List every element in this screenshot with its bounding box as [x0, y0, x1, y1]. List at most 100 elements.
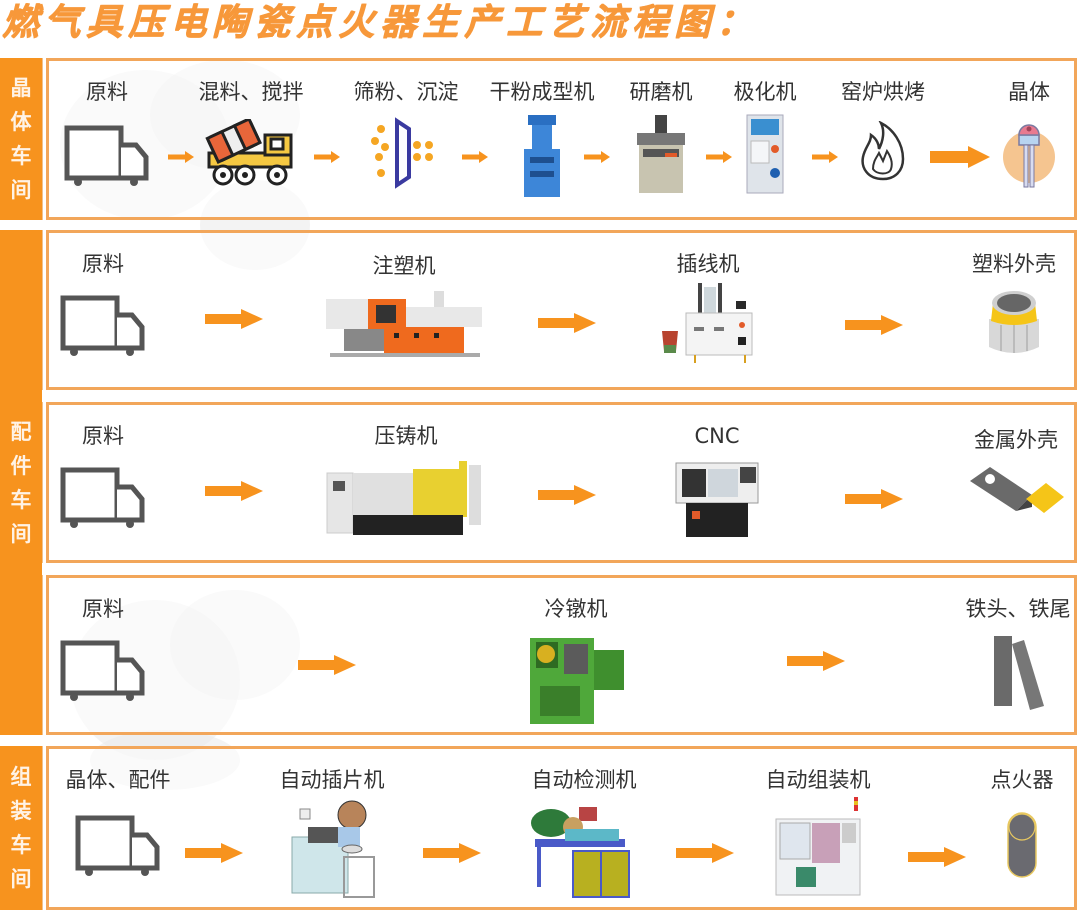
label-char: 车: [10, 487, 32, 512]
step-label: 窑炉烘烤: [841, 80, 925, 104]
flow-arrow: [930, 146, 990, 168]
section-label-crystal-workshop: 晶 体 车 间: [0, 58, 42, 220]
step-label: 自动插片机: [279, 768, 385, 792]
label-char: 间: [10, 178, 32, 202]
step-label: 压铸机: [374, 424, 438, 448]
flow-arrow: [676, 842, 734, 864]
injection-molding-machine-image: [324, 289, 484, 361]
step-label: 自动组装机: [765, 768, 871, 792]
step-label: 点火器: [990, 768, 1054, 792]
flow-arrow: [185, 842, 243, 864]
cnc-machine-image: [672, 455, 762, 539]
polarization-machine-image: [745, 113, 785, 195]
flow-arrow: [787, 650, 845, 672]
iron-head-tail-icon: [992, 634, 1044, 712]
step-label: 极化机: [733, 80, 797, 104]
step-label: 铁头、铁尾: [965, 597, 1071, 621]
powder-press-machine-image: [520, 111, 564, 201]
section-label-assembly-workshop: 组 装 车 间: [0, 746, 42, 910]
process-row-iron-parts: 原料 冷镦机 铁头、铁尾: [40, 575, 1080, 735]
step-label: 塑料外壳: [972, 252, 1056, 276]
step-label: 原料: [82, 597, 124, 621]
step-die-casting: 压铸机: [321, 423, 491, 537]
step-label: 冷镦机: [544, 597, 608, 621]
process-row-metal-shell: 原料 压铸机 CNC 金属外壳: [40, 402, 1077, 563]
cold-heading-machine-image: [524, 630, 628, 726]
step-raw-material: 原料: [60, 251, 145, 357]
step-label: 注塑机: [372, 254, 436, 278]
step-raw-material: 原料: [60, 596, 145, 702]
section-label-parts-workshop: 配 件 车 间: [0, 230, 42, 735]
truck-icon: [60, 295, 146, 357]
step-label: 晶体: [1008, 80, 1050, 104]
fire-kiln-icon: [859, 121, 907, 181]
truck-icon: [64, 125, 150, 187]
label-char: 件: [10, 453, 32, 478]
igniter-icon: [1005, 809, 1039, 881]
grinding-machine-image: [631, 113, 691, 197]
step-injection-molding: 注塑机: [319, 253, 489, 361]
wire-insertion-machine-image: [658, 281, 758, 365]
flow-arrow: [168, 150, 194, 164]
flow-arrow: [908, 846, 966, 868]
label-char: 晶: [10, 76, 32, 100]
step-label: 原料: [86, 80, 128, 104]
flow-arrow: [298, 654, 356, 676]
label-char: 装: [10, 799, 32, 823]
step-sieving: 筛粉、沉淀: [351, 79, 461, 189]
process-row-assembly: 晶体、配件 自动插片机 自动检测机 自动组装机 点火器: [40, 746, 1077, 910]
flow-arrow: [423, 842, 481, 864]
step-mixing: 混料、搅拌: [191, 79, 311, 187]
process-row-plastic-shell: 原料 注塑机 插线机 塑料外壳: [40, 230, 1077, 390]
label-char: 组: [10, 765, 32, 789]
step-plastic-shell-output: 塑料外壳: [959, 251, 1069, 357]
flow-arrow: [538, 312, 596, 334]
step-crystal-output: 晶体: [999, 79, 1059, 191]
step-cnc: CNC: [667, 423, 767, 539]
label-char: 车: [10, 144, 32, 168]
flow-arrow: [314, 150, 340, 164]
auto-assembly-machine-image: [768, 795, 868, 899]
step-label: 干粉成型机: [489, 80, 595, 104]
label-char: 间: [10, 521, 32, 546]
auto-inspection-machine-image: [529, 801, 639, 901]
crystal-component-icon: [999, 115, 1059, 191]
flow-arrow: [205, 308, 263, 330]
flow-arrow: [462, 150, 488, 164]
flow-arrow: [845, 314, 903, 336]
step-raw-material: 原料: [64, 79, 149, 187]
step-auto-insertion: 自动插片机: [267, 767, 397, 901]
process-row-crystal: 原料 混料、搅拌 筛粉、沉淀 干粉成型机 研磨机 极化机: [40, 58, 1077, 220]
cement-mixer-truck-icon: [205, 119, 297, 187]
flow-arrow: [706, 150, 732, 164]
step-label: 原料: [82, 424, 124, 448]
step-grinding: 研磨机: [621, 79, 701, 197]
metal-shell-icon: [966, 463, 1066, 515]
step-label: 原料: [82, 252, 124, 276]
label-char: 配: [10, 419, 32, 444]
die-casting-machine-image: [323, 459, 489, 537]
truck-icon: [75, 815, 161, 877]
step-auto-assembly: 自动组装机: [753, 767, 883, 899]
step-label: 筛粉、沉淀: [353, 80, 459, 104]
step-iron-parts-output: 铁头、铁尾: [953, 596, 1080, 712]
step-label: 插线机: [676, 252, 740, 276]
step-cold-heading: 冷镦机: [521, 596, 631, 726]
label-char: 间: [10, 867, 32, 891]
step-label: 混料、搅拌: [198, 80, 304, 104]
step-auto-inspection: 自动检测机: [519, 767, 649, 901]
step-raw-material: 原料: [60, 423, 145, 529]
sieve-filter-icon: [367, 117, 445, 189]
truck-icon: [60, 640, 146, 702]
step-label: 自动检测机: [531, 768, 637, 792]
plastic-shell-icon: [983, 283, 1045, 357]
step-wire-insertion: 插线机: [653, 251, 763, 365]
step-label: 晶体、配件: [65, 768, 171, 792]
label-char: 体: [10, 110, 32, 134]
step-polarization: 极化机: [725, 79, 805, 195]
flow-arrow: [812, 150, 838, 164]
step-powder-press: 干粉成型机: [477, 79, 607, 201]
truck-icon: [60, 467, 146, 529]
flow-arrow: [845, 488, 903, 510]
label-char: 车: [10, 833, 32, 857]
